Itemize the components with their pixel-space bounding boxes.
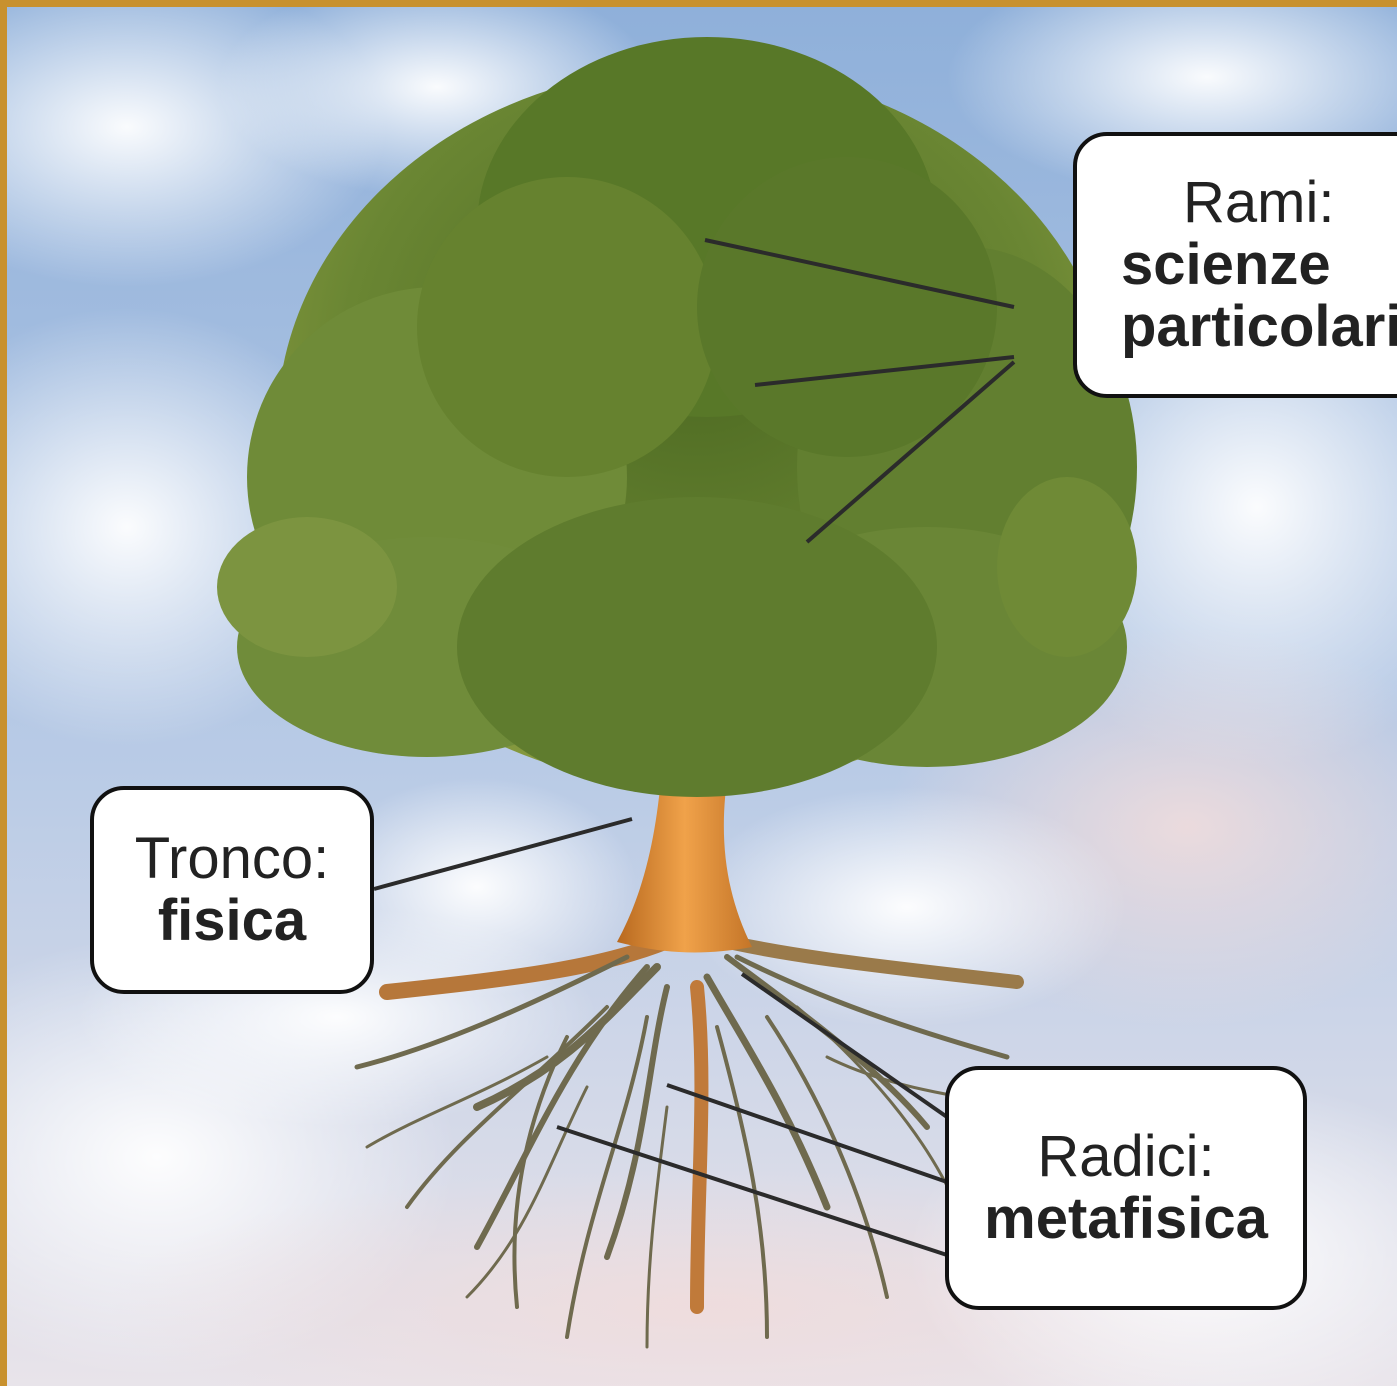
callout-tronco-term: fisica — [158, 890, 306, 952]
callout-rami-title: Rami: — [1121, 172, 1334, 234]
callout-rami-term-2: particolari — [1121, 296, 1397, 358]
callout-rami: Rami: scienze particolari — [1073, 132, 1397, 398]
callout-rami-term-1: scienze — [1121, 234, 1331, 296]
callout-radici-title: Radici: — [1037, 1126, 1214, 1188]
callout-tronco-title: Tronco: — [135, 828, 329, 890]
callout-radici-term: metafisica — [984, 1188, 1268, 1250]
callout-radici: Radici: metafisica — [945, 1066, 1307, 1310]
callout-tronco: Tronco: fisica — [90, 786, 374, 994]
